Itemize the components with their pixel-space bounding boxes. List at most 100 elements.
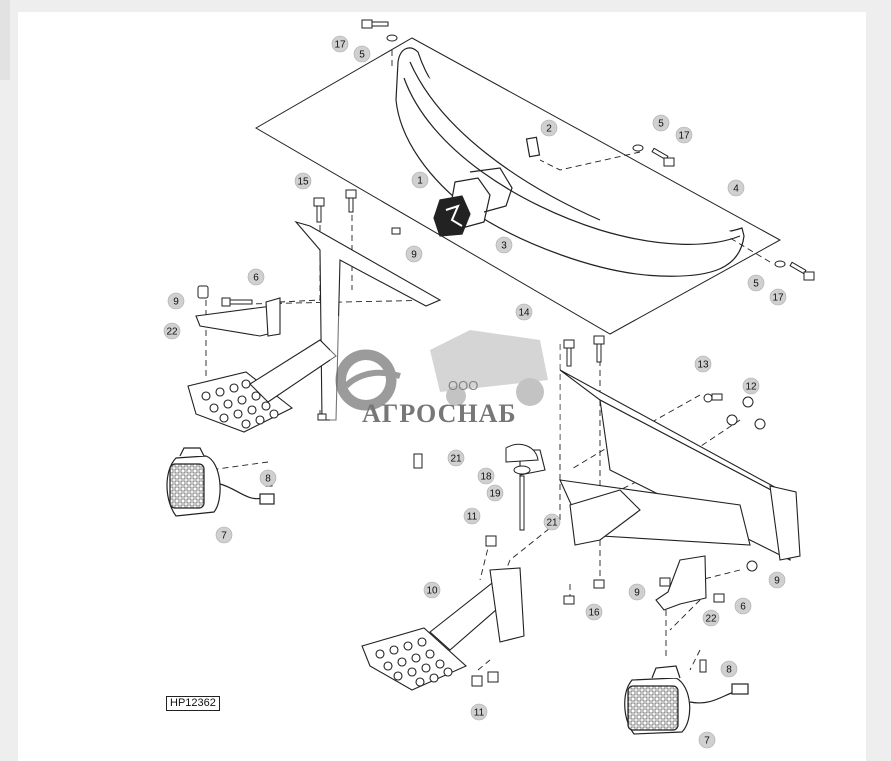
callout-circle xyxy=(331,35,349,53)
callout-circle xyxy=(163,322,181,340)
callout-circle xyxy=(720,660,738,678)
callout-22: 22 xyxy=(163,322,181,340)
callout-9: 9 xyxy=(768,571,786,589)
callout-4: 4 xyxy=(727,179,745,197)
callout-6: 6 xyxy=(734,597,752,615)
callout-9: 9 xyxy=(628,583,646,601)
callout-number: 13 xyxy=(697,360,709,371)
callout-circle xyxy=(652,114,670,132)
watermark-name: АГРОСНАБ xyxy=(362,399,517,428)
callout-2: 2 xyxy=(540,119,558,137)
callout-7: 7 xyxy=(698,731,716,749)
callout-circle xyxy=(769,288,787,306)
callout-number: 3 xyxy=(501,241,507,252)
callout-5: 5 xyxy=(353,45,371,63)
callout-circle xyxy=(423,581,441,599)
callout-circle xyxy=(294,172,312,190)
callout-17: 17 xyxy=(769,288,787,306)
callout-circle xyxy=(477,467,495,485)
callout-19: 19 xyxy=(486,484,504,502)
callout-number: 14 xyxy=(518,308,530,319)
callout-5: 5 xyxy=(747,274,765,292)
callout-number: 22 xyxy=(705,614,717,625)
callout-number: 4 xyxy=(733,184,739,195)
callout-circle xyxy=(463,507,481,525)
callout-number: 1 xyxy=(417,176,423,187)
callout-9: 9 xyxy=(405,245,423,263)
callout-circle xyxy=(259,469,277,487)
callout-number: 17 xyxy=(334,40,346,51)
callout-16: 16 xyxy=(585,603,603,621)
callout-9: 9 xyxy=(167,292,185,310)
callout-14: 14 xyxy=(515,303,533,321)
callout-number: 16 xyxy=(588,608,600,619)
callout-circle xyxy=(515,303,533,321)
callout-number: 19 xyxy=(489,489,501,500)
callout-circle xyxy=(727,179,745,197)
grille-bar xyxy=(395,47,745,277)
callout-circle xyxy=(540,119,558,137)
callout-number: 10 xyxy=(426,586,438,597)
watermark-prefix: ООО xyxy=(448,378,478,393)
callout-number: 8 xyxy=(265,474,271,485)
callout-number: 11 xyxy=(474,708,485,719)
callout-17: 17 xyxy=(331,35,349,53)
light-bracket-right xyxy=(655,555,707,611)
work-light-left xyxy=(166,447,275,517)
callout-18: 18 xyxy=(477,467,495,485)
callout-11: 11 xyxy=(470,703,488,721)
callout-1: 1 xyxy=(411,171,429,189)
callout-circle xyxy=(495,236,513,254)
callout-number: 5 xyxy=(359,50,365,61)
callout-13: 13 xyxy=(694,355,712,373)
callout-7: 7 xyxy=(215,526,233,544)
work-light-right xyxy=(624,665,749,735)
callout-circle xyxy=(585,603,603,621)
step-left xyxy=(187,339,337,433)
callout-number: 21 xyxy=(450,454,462,465)
callout-circle xyxy=(747,274,765,292)
callout-number: 17 xyxy=(772,293,784,304)
callout-circle xyxy=(698,731,716,749)
figure-id-label: HP12362 xyxy=(166,696,220,711)
callout-number: 7 xyxy=(704,736,710,747)
callout-circle xyxy=(470,703,488,721)
emblem xyxy=(433,136,541,237)
callout-circle xyxy=(734,597,752,615)
callout-15: 15 xyxy=(294,172,312,190)
callout-number: 22 xyxy=(166,327,178,338)
callout-circle xyxy=(447,449,465,467)
callout-circle xyxy=(628,583,646,601)
callout-3: 3 xyxy=(495,236,513,254)
callout-circle xyxy=(411,171,429,189)
callout-circle xyxy=(353,45,371,63)
left-panel-edge xyxy=(0,0,10,80)
light-bracket-left xyxy=(195,297,281,337)
callout-10: 10 xyxy=(423,581,441,599)
callout-number: 11 xyxy=(467,512,478,523)
callout-circle xyxy=(742,377,760,395)
callout-8: 8 xyxy=(720,660,738,678)
callout-number: 15 xyxy=(297,177,309,188)
callout-circle xyxy=(694,355,712,373)
callout-6: 6 xyxy=(247,268,265,286)
callout-circle xyxy=(486,484,504,502)
callout-number: 2 xyxy=(546,124,552,135)
callout-circle xyxy=(167,292,185,310)
callout-number: 8 xyxy=(726,665,732,676)
callout-17: 17 xyxy=(675,126,693,144)
callout-number: 18 xyxy=(480,472,492,483)
callout-number: 12 xyxy=(745,382,757,393)
callout-circle xyxy=(543,513,561,531)
callout-number: 6 xyxy=(253,273,259,284)
callout-5: 5 xyxy=(652,114,670,132)
callout-12: 12 xyxy=(742,377,760,395)
frame-structure xyxy=(294,220,801,561)
callout-11: 11 xyxy=(463,507,481,525)
callout-number: 5 xyxy=(753,279,759,290)
callout-circle xyxy=(702,609,720,627)
callout-number: 21 xyxy=(546,518,558,529)
callout-number: 7 xyxy=(221,531,227,542)
